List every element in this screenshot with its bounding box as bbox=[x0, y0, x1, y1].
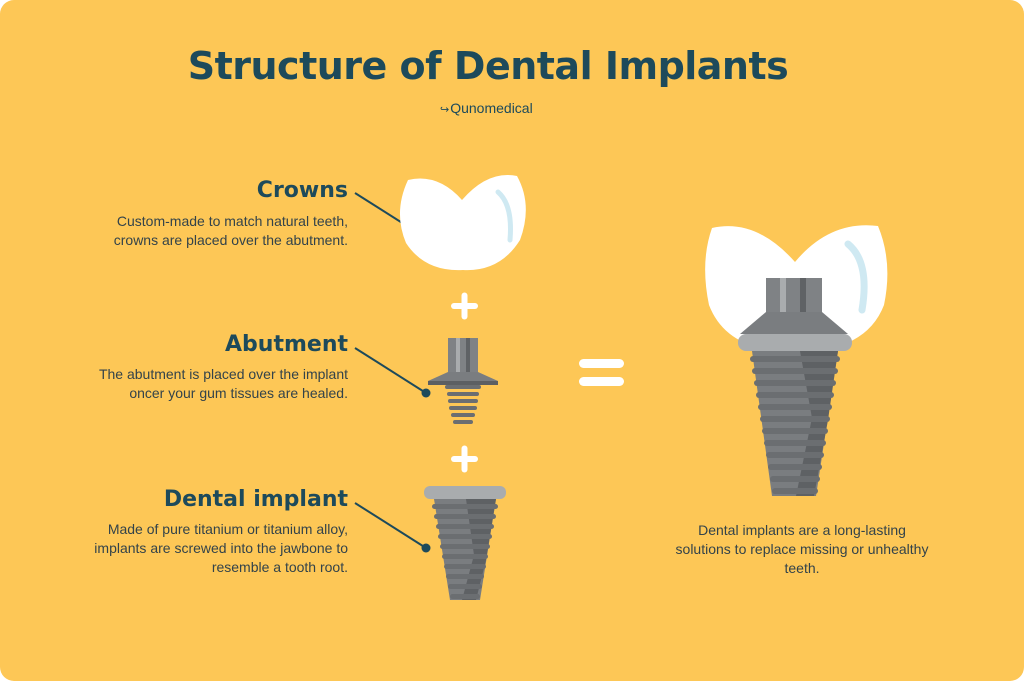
crowns-heading: Crowns bbox=[256, 178, 348, 203]
implant-icon bbox=[424, 486, 506, 600]
equals-icon bbox=[579, 359, 624, 386]
brand-name: Qunomedical bbox=[450, 100, 533, 116]
brand-mark-icon: ↪ bbox=[440, 104, 450, 116]
crowns-description: Custom-made to match natural teeth, crow… bbox=[113, 213, 348, 248]
abutment-description: The abutment is placed over the implant … bbox=[98, 366, 348, 401]
assembled-implant-icon bbox=[705, 225, 888, 496]
brand-logo: ↪Qunomedical bbox=[440, 100, 533, 116]
abutment-connector bbox=[354, 347, 431, 398]
abutment-icon bbox=[428, 338, 498, 424]
summary-text: Dental implants are a long-lasting solut… bbox=[675, 522, 929, 576]
plus-icon bbox=[451, 445, 478, 473]
dental-implant-description: Made of pure titanium or titanium alloy,… bbox=[94, 521, 348, 575]
abutment-heading: Abutment bbox=[225, 332, 348, 357]
page-title: Structure of Dental Implants bbox=[187, 44, 789, 88]
crown-icon bbox=[399, 175, 526, 271]
plus-icon bbox=[451, 292, 478, 320]
dental-implant-connector bbox=[354, 502, 431, 553]
dental-implant-heading: Dental implant bbox=[163, 487, 348, 512]
